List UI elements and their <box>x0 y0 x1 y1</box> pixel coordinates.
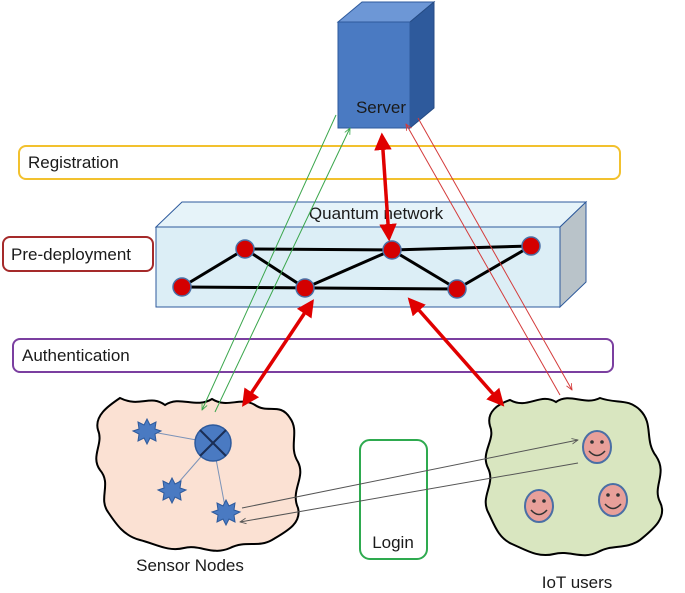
server-label: Server <box>356 98 406 117</box>
network-nodes <box>172 236 541 299</box>
registration-box <box>18 145 621 180</box>
network-links <box>181 244 532 291</box>
red-thin-arrow-to-users <box>417 117 572 390</box>
server-side-face <box>409 0 435 130</box>
pre-deployment-phase: Pre-deployment <box>2 236 154 272</box>
sensor-cloud <box>95 396 302 552</box>
network-link <box>391 244 532 252</box>
network-node <box>295 278 315 298</box>
pre-deployment-box <box>2 236 154 272</box>
network-link <box>181 247 246 289</box>
authentication-label: Authentication <box>22 346 130 365</box>
quantum-links <box>242 132 505 407</box>
registration-phase: Registration <box>18 145 621 180</box>
registration-label: Registration <box>28 153 119 172</box>
sensor-nodes-cluster <box>95 396 302 552</box>
star-sensor-icon <box>156 476 188 505</box>
server-quantum-arrow <box>374 132 397 242</box>
gateway-icon <box>194 424 232 462</box>
green-arrow-to-server <box>214 128 351 413</box>
sensor-nodes-label: Sensor Nodes <box>136 556 244 575</box>
network-node <box>447 279 467 299</box>
login-arrows <box>240 440 578 522</box>
network-link <box>244 247 393 252</box>
star-sensor-icon <box>131 417 163 446</box>
login-box <box>359 439 428 560</box>
star-sensor-icon <box>210 498 242 527</box>
network-link <box>304 248 393 290</box>
network-node <box>235 239 255 259</box>
login-phase: Login <box>359 439 428 560</box>
network-node <box>172 277 192 297</box>
iot-cloud <box>484 396 663 557</box>
login-arrow-to-users <box>241 440 578 509</box>
quantum-network: Quantum network <box>154 200 588 309</box>
smiley-user-icon <box>524 489 554 523</box>
iot-users-label: IoT users <box>542 573 613 592</box>
server-front-face <box>337 21 411 129</box>
pre-deployment-label: Pre-deployment <box>11 245 131 264</box>
red-thin-arrow-to-server <box>406 124 561 396</box>
network-link <box>456 244 532 291</box>
authentication-phase: Authentication <box>12 338 614 373</box>
smiley-user-icon <box>598 483 628 517</box>
iot-users-cluster <box>484 396 663 557</box>
network-link <box>181 285 458 291</box>
network-link <box>244 247 306 290</box>
smiley-user-icon <box>582 430 612 464</box>
login-arrow-to-sensors <box>240 462 579 522</box>
users-quantum-arrow <box>407 297 505 407</box>
quantum-network-label: Quantum network <box>309 204 444 223</box>
login-label: Login <box>372 533 414 552</box>
sensors-quantum-arrow <box>242 299 314 407</box>
server: Server <box>336 0 436 130</box>
network-node <box>521 236 541 256</box>
network-node <box>382 240 402 260</box>
registration-arrows <box>201 114 572 413</box>
gateway-x <box>199 429 227 457</box>
green-arrow-to-sensors <box>201 114 337 410</box>
network-link <box>391 248 458 291</box>
